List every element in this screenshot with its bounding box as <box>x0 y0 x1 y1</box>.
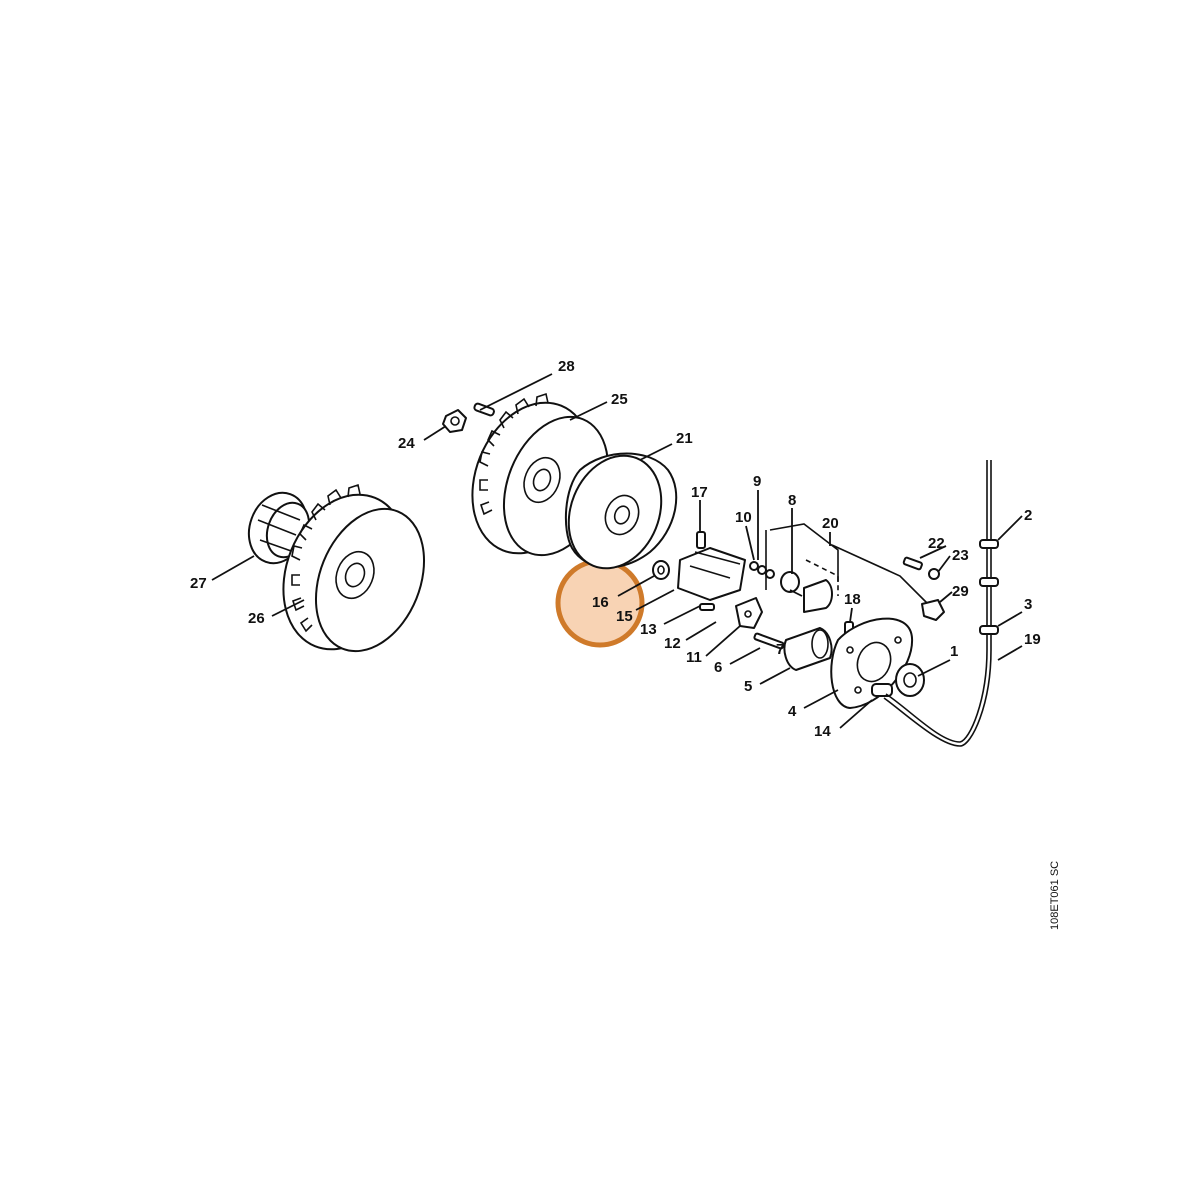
bushing-1 <box>895 663 925 697</box>
grommet-2 <box>979 539 999 549</box>
callout-15: 15 <box>616 608 633 625</box>
base-plate-4 <box>830 617 914 709</box>
clutch-drum-21 <box>564 452 678 570</box>
callout-9: 9 <box>753 473 761 490</box>
grommet-3a <box>979 577 999 587</box>
callout-16: 16 <box>592 594 609 611</box>
contact-set-11 <box>735 597 763 629</box>
callout-25: 25 <box>611 391 628 408</box>
callout-13: 13 <box>640 621 657 638</box>
callout-3: 3 <box>1024 596 1032 613</box>
callout-8: 8 <box>788 492 796 509</box>
callout-27: 27 <box>190 575 207 592</box>
callout-6: 6 <box>714 659 722 676</box>
wiring-20 <box>765 523 931 607</box>
callout-4: 4 <box>788 703 797 720</box>
callout-14: 14 <box>814 723 831 740</box>
screw-17 <box>696 531 706 549</box>
washer-23 <box>928 568 940 580</box>
callout-29: 29 <box>952 583 969 600</box>
grommet-3b <box>979 625 999 635</box>
reference-code: 108ET061 SC <box>1049 861 1061 930</box>
callout-24: 24 <box>398 435 415 452</box>
callout-labels: 28 25 24 21 17 9 8 10 20 2 22 23 29 3 19… <box>190 358 1041 740</box>
callout-11: 11 <box>686 649 702 666</box>
ring-16 <box>652 560 670 580</box>
callout-2: 2 <box>1024 507 1032 524</box>
callout-10: 10 <box>735 509 752 526</box>
callout-23: 23 <box>952 547 969 564</box>
callout-18: 18 <box>844 591 861 608</box>
callout-1: 1 <box>950 643 958 660</box>
callout-19: 19 <box>1024 631 1041 648</box>
callout-17: 17 <box>691 484 708 501</box>
ignition-module-13 <box>677 547 746 601</box>
condenser-8 <box>780 571 833 613</box>
callout-22: 22 <box>928 535 945 552</box>
callout-5: 5 <box>744 678 752 695</box>
leader-lines <box>211 373 1023 729</box>
pin-6 <box>753 632 785 650</box>
callout-12: 12 <box>664 635 681 652</box>
callout-7: 7 <box>776 641 784 658</box>
plug-29 <box>921 599 945 621</box>
screw-22 <box>902 556 923 571</box>
sprocket-drum-26 <box>282 483 426 653</box>
coil-5 <box>783 627 833 671</box>
grommet-14 <box>871 683 893 697</box>
cable-19 <box>883 460 999 747</box>
pin-28 <box>473 402 495 417</box>
callout-21: 21 <box>676 430 693 447</box>
callout-20: 20 <box>822 515 839 532</box>
callout-26: 26 <box>248 610 265 627</box>
sprocket-drum-25 <box>471 392 610 557</box>
nut-24 <box>442 409 467 433</box>
screw-12 <box>699 603 715 611</box>
washers-9-10 <box>749 561 775 579</box>
callout-28: 28 <box>558 358 575 375</box>
